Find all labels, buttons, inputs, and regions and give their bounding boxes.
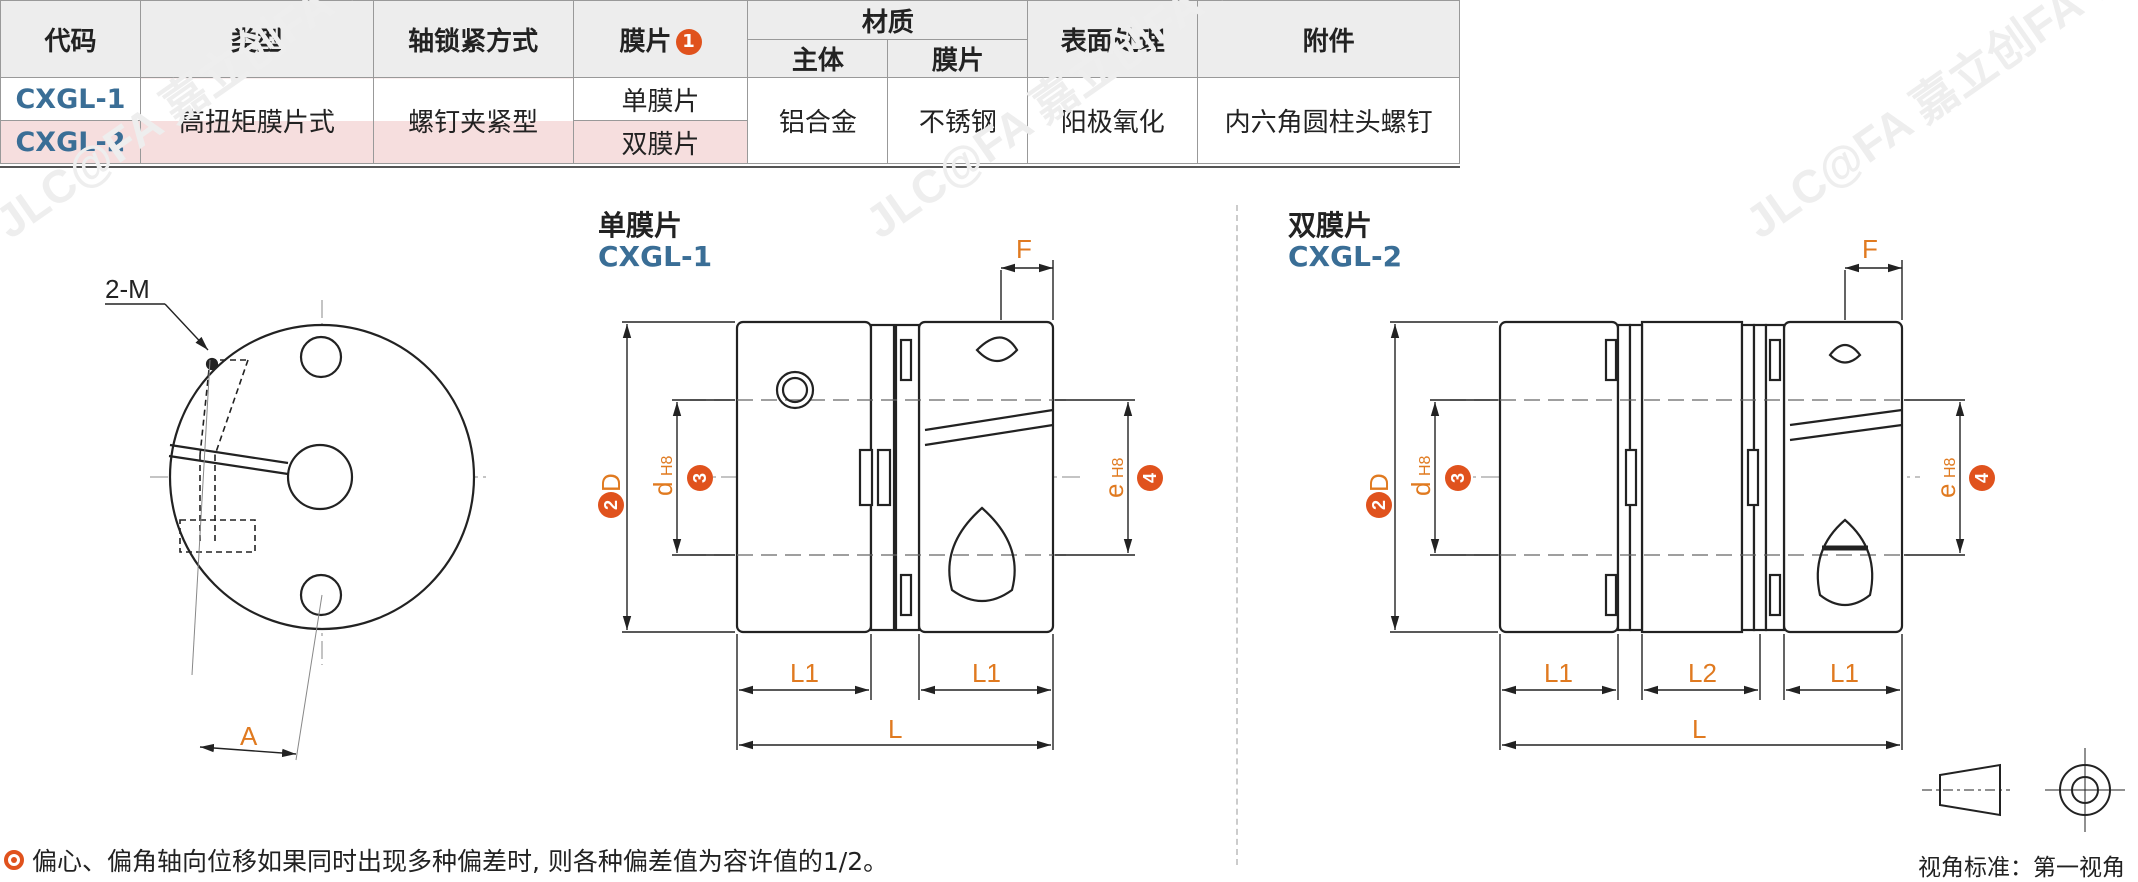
double-code: CXGL-2: [1288, 240, 1403, 273]
cell-diaphragm-1: 单膜片: [572, 77, 749, 121]
header-accessory: 附件: [1197, 0, 1460, 78]
dim-h8-d-double: H8: [1417, 455, 1434, 476]
single-diaphragm-view: [622, 260, 1135, 750]
single-code: CXGL-1: [598, 240, 713, 273]
dim-h8-d-single: H8: [659, 455, 676, 476]
badge-2-double: 2: [1369, 500, 1389, 510]
badge-3-single: 3: [690, 473, 710, 483]
badge-4-double: 4: [1972, 473, 1992, 483]
view-divider: [1236, 205, 1238, 865]
header-type: 类型: [139, 0, 374, 78]
dim-2-m-text: 2-M: [105, 274, 150, 304]
watermark-text-3: JLC@FA 嘉立创FA WWW.JLCFA.COM: [1736, 0, 2138, 248]
dim-2-m: 2-M: [105, 274, 150, 304]
header-diaphragm-label: 膜片: [619, 26, 672, 57]
header-material: 材质: [747, 0, 1029, 40]
callout-badges: 2 3 4 2 3 4: [598, 465, 1995, 518]
double-title: 双膜片: [1288, 209, 1373, 242]
badge-3-double: 3: [1448, 473, 1468, 483]
header-code: 代码: [0, 0, 141, 78]
badge-2-single: 2: [601, 500, 621, 510]
dim-d-bore-double: d: [1406, 482, 1436, 496]
dim-d-outer-double: D: [1364, 473, 1394, 492]
badge-4-single: 4: [1140, 473, 1160, 483]
note-text: 偏心、偏角轴向位移如果同时出现多种偏差时, 则各种偏差值为容许值的1/2。: [32, 847, 889, 876]
watermark: JLC@FA 嘉立创FA WWW.JLCFA.COM JLC@FA 嘉立创FA …: [0, 0, 2138, 248]
header-body: 主体: [747, 39, 889, 78]
dim-l-double: L: [1692, 714, 1706, 744]
cell-diaphragm-2: 双膜片: [572, 120, 749, 164]
single-title: 单膜片: [598, 209, 683, 242]
cell-diaphragm-material: 不锈钢: [887, 77, 1029, 164]
tolerance-note: 偏心、偏角轴向位移如果同时出现多种偏差时, 则各种偏差值为容许值的1/2。: [4, 842, 888, 878]
dim-a: A: [240, 721, 258, 751]
dimension-labels: F F L1 L1 L L1 L2 L1 L D d H8 e H8 D d H…: [596, 234, 1961, 744]
dim-l-single: L: [888, 714, 902, 744]
cell-accessory: 内六角圆柱头螺钉: [1197, 77, 1460, 164]
dim-f-double: F: [1862, 234, 1878, 264]
row-code-cxgl-2: CXGL-2: [0, 120, 141, 164]
header-diaphragm-material: 膜片: [887, 39, 1029, 78]
badge-1: 1: [675, 29, 702, 55]
dim-f-single: F: [1016, 234, 1032, 264]
dim-h8-e-single: H8: [1110, 457, 1127, 478]
dim-l1-single-a: L1: [790, 658, 819, 688]
dim-e-bore-single: e: [1099, 484, 1129, 498]
dim-d-bore-single: d: [648, 482, 678, 496]
dim-l1-double-a: L1: [1544, 658, 1573, 688]
cell-type: 高扭矩膜片式: [139, 77, 374, 164]
dim-e-bore-double: e: [1931, 484, 1961, 498]
projection-symbol-icon: [1922, 748, 2125, 832]
dim-h8-e-double: H8: [1942, 457, 1959, 478]
end-view: [105, 300, 490, 761]
dim-l2-double: L2: [1688, 658, 1717, 688]
dim-l1-double-b: L1: [1830, 658, 1859, 688]
row-code-cxgl-1: CXGL-1: [0, 77, 141, 121]
dim-d-outer-single: D: [596, 473, 626, 492]
header-lock: 轴锁紧方式: [372, 0, 574, 78]
table-bottom-rule: [0, 166, 1460, 168]
note-bullet-icon: [4, 850, 24, 870]
watermark-text-2: JLC@FA 嘉立创FA WWW.JLCFA.COM: [856, 0, 1554, 248]
watermark-text-1: JLC@FA 嘉立创FA WWW.JLCFA.COM: [0, 0, 684, 248]
double-diaphragm-view: [1390, 260, 1965, 750]
dim-l1-single-b: L1: [972, 658, 1001, 688]
